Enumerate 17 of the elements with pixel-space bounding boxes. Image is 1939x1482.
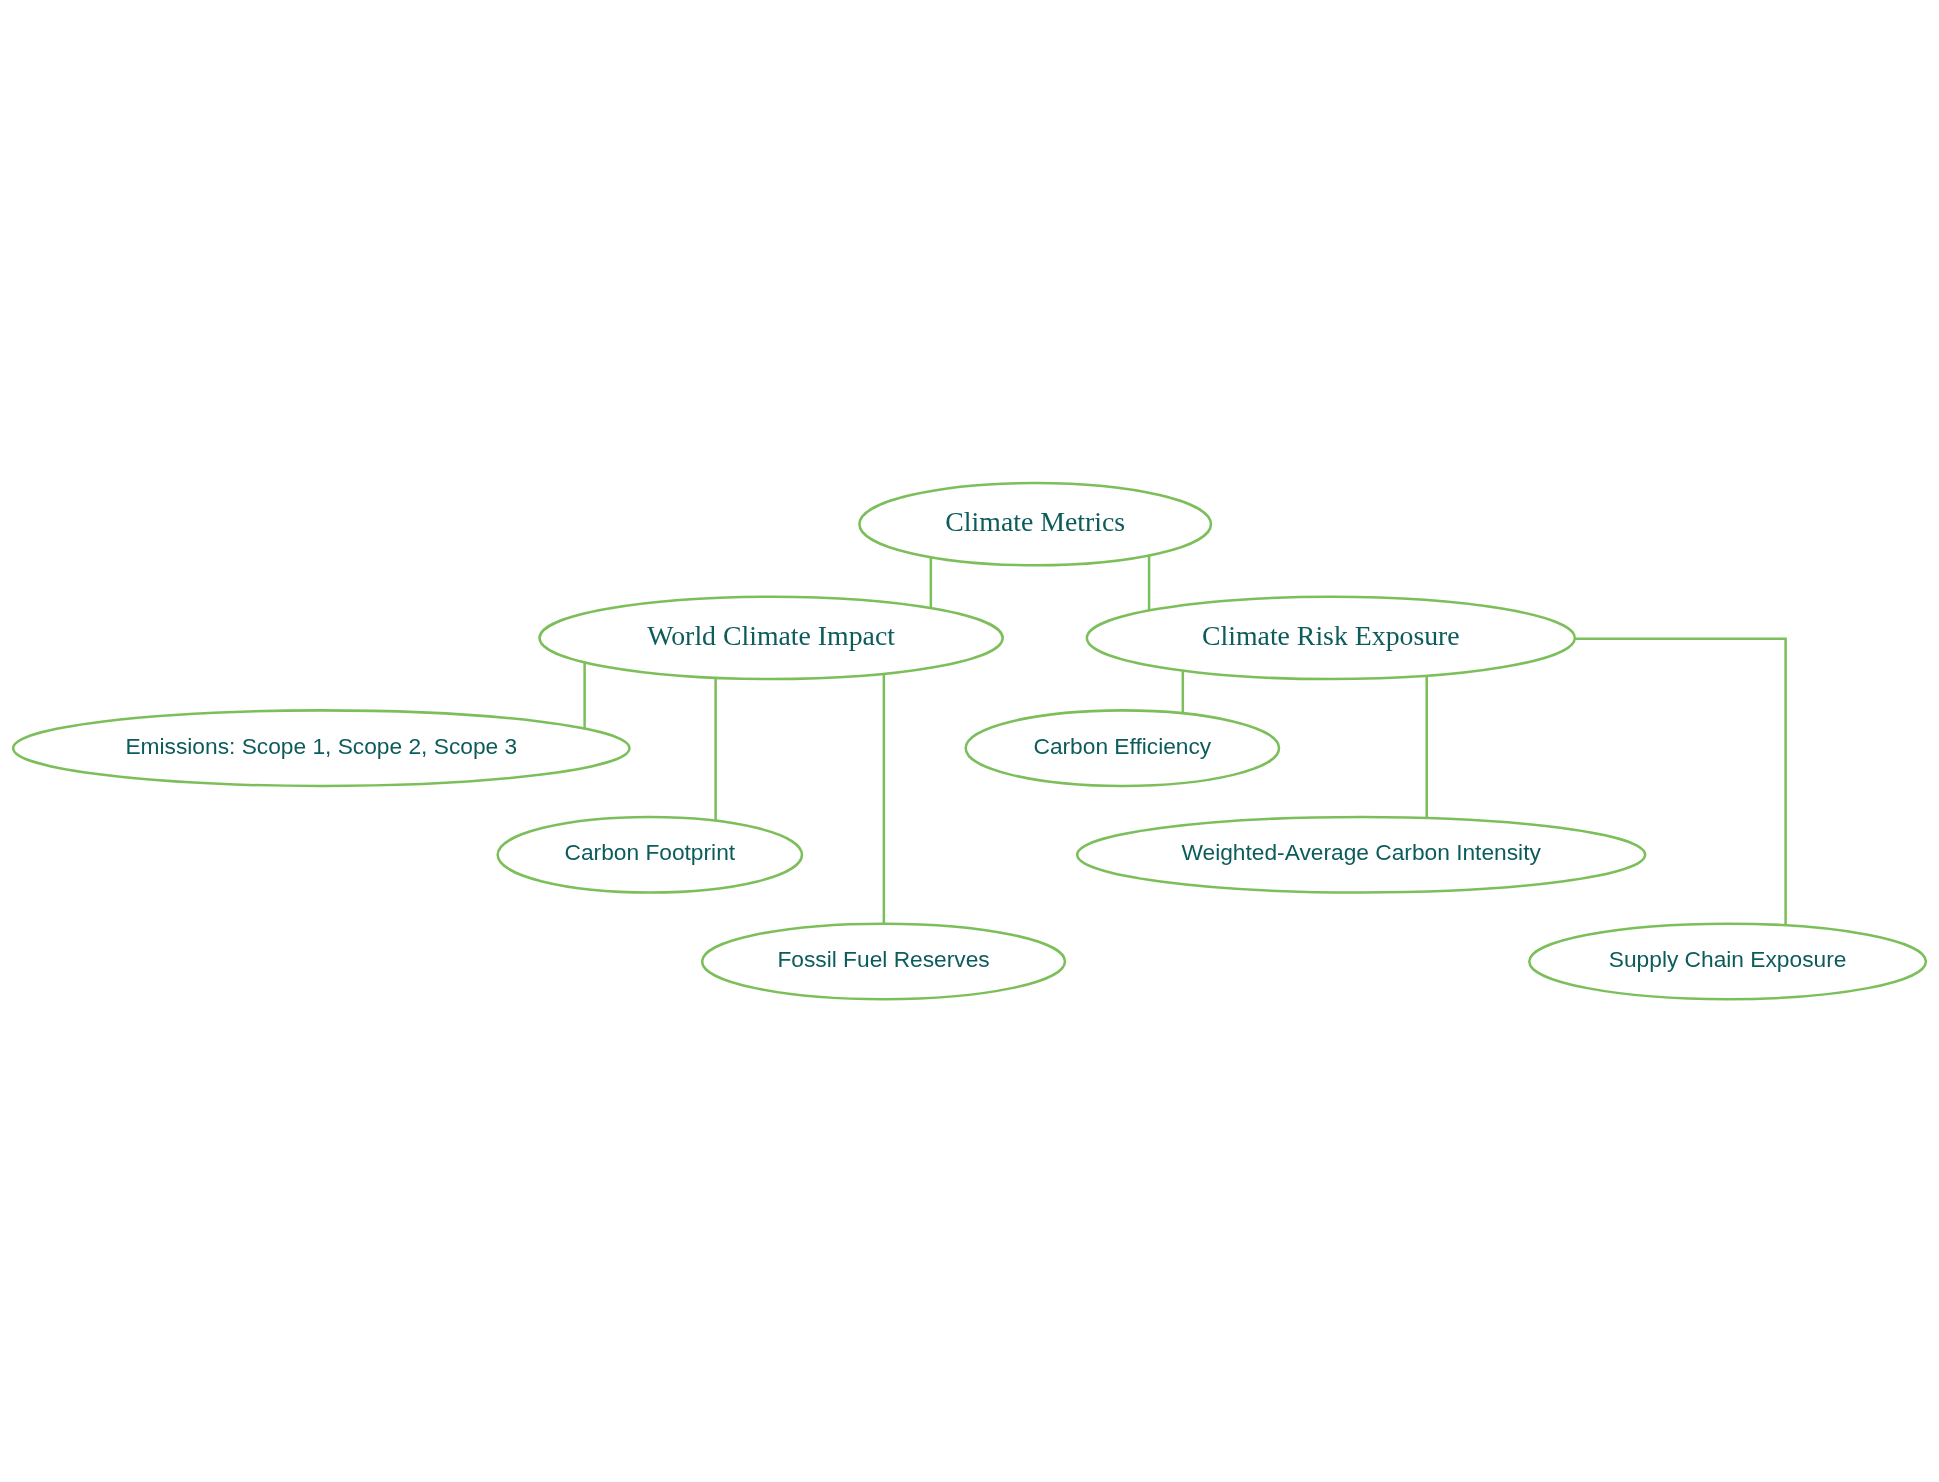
- connector: [1181, 671, 1185, 714]
- node-ellipse: Carbon Efficiency: [964, 709, 1281, 788]
- connector: [929, 557, 933, 609]
- node-ellipse: Supply Chain Exposure: [1528, 922, 1928, 1001]
- node-ellipse: Weighted-Average Carbon Intensity: [1075, 815, 1647, 894]
- connector: [1147, 555, 1151, 611]
- connector: [714, 678, 717, 821]
- node-ellipse: World Climate Impact: [538, 595, 1004, 681]
- node-ellipse: Fossil Fuel Reserves: [700, 922, 1067, 1001]
- connector: [583, 662, 586, 729]
- node-ellipse: Carbon Footprint: [496, 815, 804, 894]
- node-ellipse: Climate Risk Exposure: [1085, 595, 1577, 681]
- connector: [1574, 637, 1787, 926]
- node-ellipse: Climate Metrics: [858, 481, 1213, 567]
- connector: [1425, 676, 1428, 818]
- node-ellipse: Emissions: Scope 1, Scope 2, Scope 3: [11, 709, 631, 788]
- connector: [882, 674, 886, 924]
